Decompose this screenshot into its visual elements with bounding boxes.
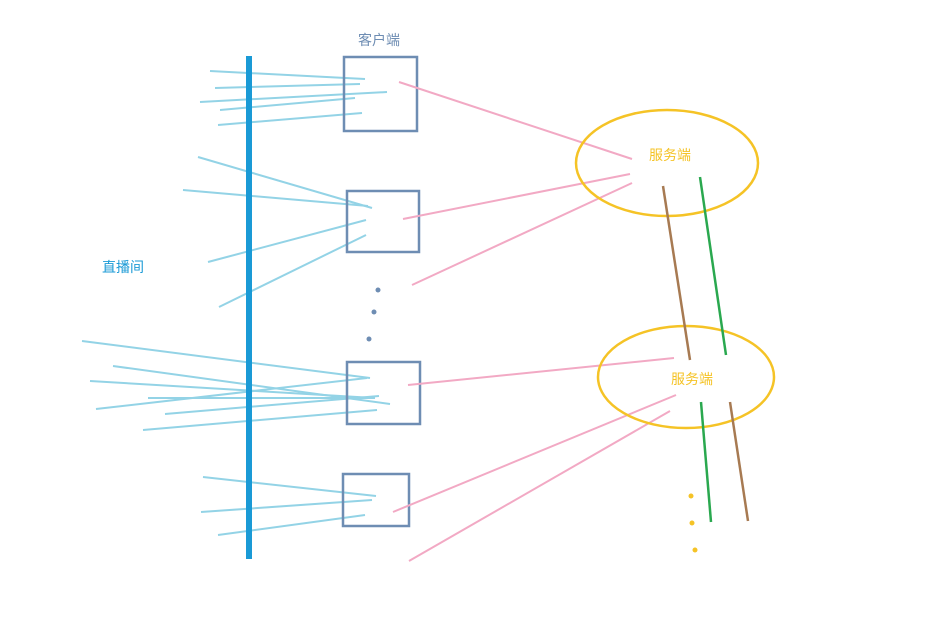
client-box [345,360,422,426]
client-server-line [407,357,675,386]
client-box [345,189,421,254]
client-server-lines [392,81,677,562]
server-label: 服务端 [671,372,713,388]
viewer-line [142,409,378,431]
ellipsis-dot [375,287,381,293]
client-server-line [408,410,671,562]
viewer-line [214,83,361,89]
ellipsis-dot [366,336,372,342]
viewer-line [217,514,366,536]
viewer-line [89,380,375,399]
server-link-green [698,176,728,356]
client-boxes [341,55,422,528]
viewer-line [202,476,377,497]
viewer-line [197,156,373,209]
server-link-brown [661,185,692,361]
viewer-line [207,219,367,263]
viewer-line [95,377,368,410]
server-link-brown [728,401,750,522]
ellipsis-dot [692,547,698,553]
server-ellipsis-dots [688,493,698,553]
viewer-line [217,112,363,126]
client-box [341,472,411,528]
client-ellipsis-dots [366,287,381,342]
viewer-line [164,395,380,415]
client-server-line [411,182,633,286]
ellipsis-dot [689,520,695,526]
viewer-line [219,97,356,111]
client-server-line [398,81,633,160]
viewer-line [81,340,371,379]
viewer-line [209,70,366,80]
viewer-line [200,499,373,513]
client-server-line [392,394,677,513]
server-label: 服务端 [649,148,691,164]
ellipsis-dot [688,493,694,499]
ellipsis-dot [371,309,377,315]
live-room-label: 直播间 [102,260,144,276]
viewer-line [218,234,367,308]
viewer-line [199,91,388,103]
client-label: 客户端 [358,33,400,49]
viewer-connection-lines [81,70,391,536]
server-link-green [699,401,713,523]
client-box [342,55,419,133]
viewer-line [182,189,369,207]
server-links [661,176,750,523]
server-ellipse [596,324,776,430]
client-server-line [402,173,631,220]
